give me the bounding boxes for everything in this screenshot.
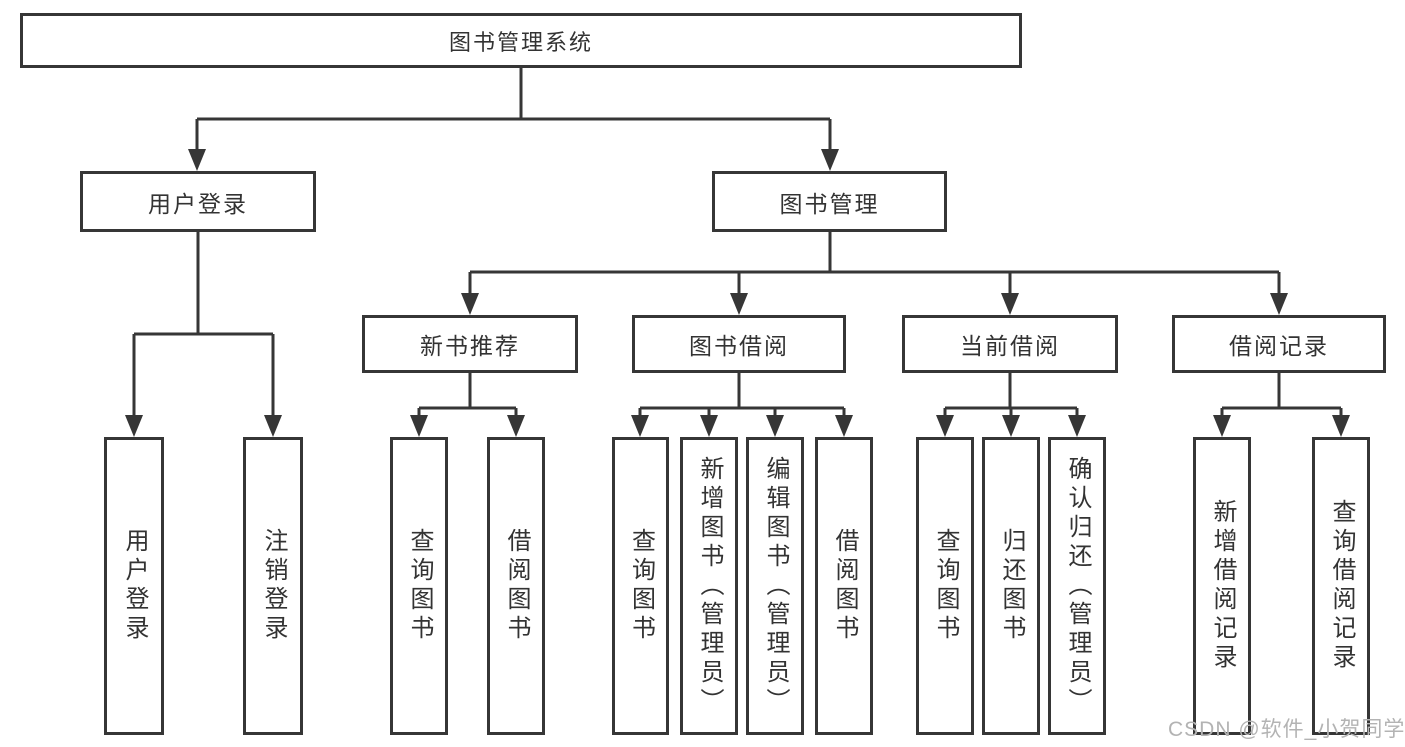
leaf-add-book-admin: 新增图书（管理员） bbox=[680, 437, 738, 735]
leaf-logout-label: 注销登录 bbox=[260, 528, 287, 644]
node-user-login: 用户登录 bbox=[80, 171, 316, 232]
connector-new-book-recommend bbox=[417, 373, 518, 418]
node-new-book-recommend-label: 新书推荐 bbox=[420, 333, 520, 359]
leaf-query-books-recommend-label: 查询图书 bbox=[406, 528, 433, 644]
leaf-add-book-admin-label: 新增图书（管理员） bbox=[696, 455, 723, 717]
node-root-label: 图书管理系统 bbox=[448, 29, 593, 55]
connector-root-to-level2 bbox=[195, 68, 832, 152]
node-root: 图书管理系统 bbox=[20, 13, 1022, 68]
leaf-confirm-return-admin: 确认归还（管理员） bbox=[1048, 437, 1106, 735]
leaf-query-books-borrow-label: 查询图书 bbox=[627, 528, 655, 644]
node-user-login-label: 用户登录 bbox=[148, 190, 248, 217]
node-new-book-recommend: 新书推荐 bbox=[362, 315, 578, 373]
node-borrow-records-label: 借阅记录 bbox=[1229, 333, 1329, 359]
connector-current-borrow bbox=[943, 373, 1079, 418]
leaf-borrow-books-recommend-label: 借阅图书 bbox=[503, 528, 530, 644]
leaf-borrow-books-borrow: 借阅图书 bbox=[815, 437, 873, 735]
leaf-query-books-current: 查询图书 bbox=[916, 437, 974, 735]
connector-user-login bbox=[132, 232, 275, 418]
node-book-management: 图书管理 bbox=[712, 171, 947, 232]
leaf-query-books-recommend: 查询图书 bbox=[390, 437, 448, 735]
leaf-add-borrow-record-label: 新增借阅记录 bbox=[1209, 499, 1236, 673]
leaf-return-book-label: 归还图书 bbox=[998, 528, 1025, 644]
leaf-user-login: 用户登录 bbox=[104, 437, 164, 735]
leaf-query-books-borrow: 查询图书 bbox=[612, 437, 669, 735]
leaf-borrow-books-borrow-label: 借阅图书 bbox=[831, 528, 858, 644]
leaf-edit-book-admin: 编辑图书（管理员） bbox=[746, 437, 804, 735]
arrowheads bbox=[125, 149, 1350, 437]
leaf-user-login-label: 用户登录 bbox=[121, 528, 148, 644]
leaf-return-book: 归还图书 bbox=[982, 437, 1040, 735]
connector-book-borrow bbox=[638, 373, 846, 418]
connector-borrow-records bbox=[1220, 373, 1343, 418]
leaf-add-borrow-record: 新增借阅记录 bbox=[1193, 437, 1251, 735]
leaf-query-books-current-label: 查询图书 bbox=[932, 528, 959, 644]
leaf-logout: 注销登录 bbox=[243, 437, 303, 735]
node-current-borrow: 当前借阅 bbox=[902, 315, 1118, 373]
leaf-edit-book-admin-label: 编辑图书（管理员） bbox=[762, 455, 789, 717]
leaf-query-borrow-record: 查询借阅记录 bbox=[1312, 437, 1370, 735]
node-book-management-label: 图书管理 bbox=[779, 190, 880, 217]
node-book-borrow: 图书借阅 bbox=[632, 315, 846, 373]
watermark: CSDN @软件_小贺同学 bbox=[1168, 718, 1405, 741]
leaf-query-borrow-record-label: 查询借阅记录 bbox=[1328, 499, 1355, 673]
node-book-borrow-label: 图书借阅 bbox=[689, 333, 789, 359]
connector-book-management bbox=[468, 232, 1281, 296]
node-current-borrow-label: 当前借阅 bbox=[960, 333, 1060, 359]
node-borrow-records: 借阅记录 bbox=[1172, 315, 1386, 373]
leaf-borrow-books-recommend: 借阅图书 bbox=[487, 437, 545, 735]
leaf-confirm-return-admin-label: 确认归还（管理员） bbox=[1064, 455, 1091, 717]
